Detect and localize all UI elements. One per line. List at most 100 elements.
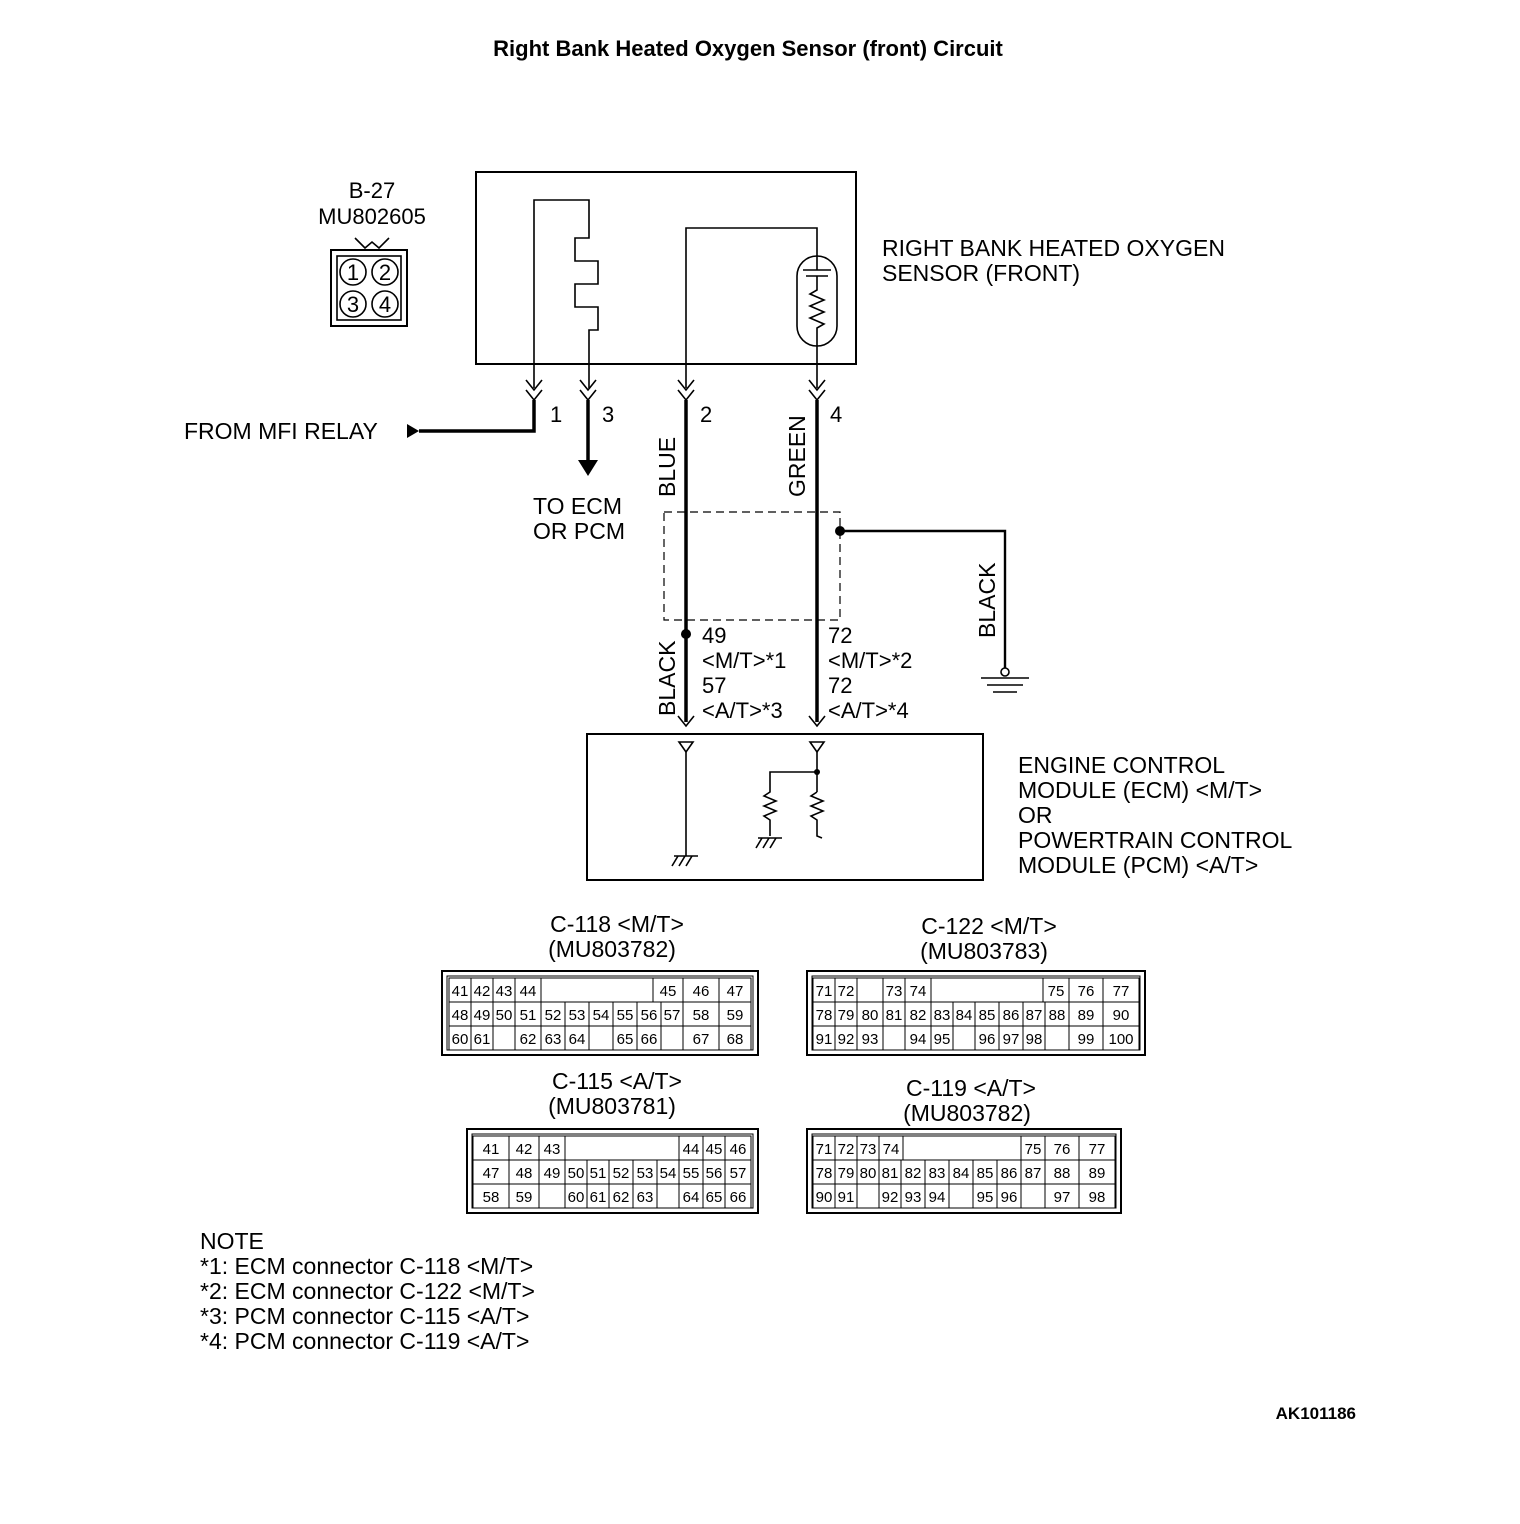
c119-pin-number: 77: [1089, 1141, 1106, 1158]
c122-cavity: [1068, 977, 1104, 1003]
c122-pin-number: 74: [910, 983, 927, 1000]
c122-cavity: [882, 1025, 906, 1051]
ecm-pin-left-1: 49: [702, 623, 726, 648]
c119-pin-number: 93: [905, 1189, 922, 1206]
c118-pin-number: 58: [693, 1007, 710, 1024]
c115-pin-number: 57: [730, 1165, 747, 1182]
c118-label: C-118 <M/T>: [550, 911, 684, 937]
c122-cavity: [1068, 1001, 1104, 1027]
c122-pin-number: 89: [1078, 1007, 1095, 1024]
c118-pin-number: 50: [496, 1007, 513, 1024]
c122-pin-number: 93: [862, 1031, 879, 1048]
resistor-icon: [761, 771, 817, 836]
c119-pin-number: 82: [905, 1165, 922, 1182]
module-name-line1: ENGINE CONTROL: [1018, 752, 1225, 778]
c119-pin-number: 78: [816, 1165, 833, 1182]
notes: NOTE *1: ECM connector C-118 <M/T> *2: E…: [200, 1228, 535, 1354]
c122-cavity: [930, 977, 1044, 1003]
figure-id: AK101186: [1276, 1404, 1356, 1423]
c118-cavity: [588, 1025, 614, 1051]
c122-pin-number: 86: [1003, 1007, 1020, 1024]
c115-cavity: [678, 1183, 704, 1209]
c115-pin-number: 56: [706, 1165, 723, 1182]
c115-pin-number: 54: [660, 1165, 677, 1182]
sensor-terminals: 1 3 2 4: [525, 379, 842, 427]
c118-pin-number: 68: [727, 1031, 744, 1048]
c119-pin-number: 80: [860, 1165, 877, 1182]
sensor-connector-b27: B-27 MU802605 1 2 3 4: [318, 178, 426, 327]
ecm-pin-left-4: <A/T>*3: [702, 698, 783, 723]
ecm-pin-left-2: <M/T>*1: [702, 648, 786, 673]
c118-cavity: [718, 977, 752, 1003]
c118-cavity: [612, 1001, 638, 1027]
c119-cavity: [1044, 1159, 1080, 1185]
c115-pin-number: 49: [544, 1165, 561, 1182]
note-line-1: *1: ECM connector C-118 <M/T>: [200, 1253, 533, 1279]
c118-cavity: [718, 1001, 752, 1027]
c118-cavity: [660, 1025, 684, 1051]
c122-pin-number: 87: [1026, 1007, 1043, 1024]
c118-cavity: [718, 1025, 752, 1051]
resistor-icon: [808, 791, 826, 839]
note-heading: NOTE: [200, 1228, 264, 1254]
c122-part: (MU803783): [920, 938, 1048, 964]
connector-pin-4: 4: [379, 292, 391, 317]
c119-pin-number: 94: [929, 1189, 946, 1206]
diagram-title: Right Bank Heated Oxygen Sensor (front) …: [493, 36, 1003, 61]
c122-pin-number: 91: [816, 1031, 833, 1048]
c119-part: (MU803782): [903, 1100, 1031, 1126]
c115-cavity: [656, 1183, 680, 1209]
c115-pin-number: 47: [483, 1165, 500, 1182]
c122-pin-number: 72: [838, 983, 855, 1000]
c115-pin-number: 63: [637, 1189, 654, 1206]
c115-cavity: [724, 1159, 752, 1185]
to-ecm-feed: TO ECM OR PCM: [533, 400, 625, 544]
c122-cavity: [856, 1001, 884, 1027]
c115-cavity: [564, 1135, 680, 1161]
c118-cavity: [652, 977, 684, 1003]
c119-pin-number: 81: [882, 1165, 899, 1182]
c119-cavity: [1044, 1183, 1080, 1209]
signal-wires: BLUE GREEN BLACK BLACK 49 <M/T>*1 57 <A/…: [654, 400, 1029, 728]
c119-cavity: [878, 1135, 904, 1161]
c118-cavity: [588, 1001, 614, 1027]
c118-pin-number: 55: [617, 1007, 634, 1024]
sensor-pin-label-1: 1: [550, 402, 562, 427]
c115-pin-number: 60: [568, 1189, 585, 1206]
c115-pin-number: 61: [590, 1189, 607, 1206]
c122-pin-number: 77: [1113, 983, 1130, 1000]
module-name-line5: MODULE (PCM) <A/T>: [1018, 852, 1258, 878]
c119-pin-number: 71: [816, 1141, 833, 1158]
c115-pin-number: 59: [516, 1189, 533, 1206]
c122-pin-number: 95: [934, 1031, 951, 1048]
c119-pin-number: 95: [977, 1189, 994, 1206]
ecm-body: [586, 733, 984, 881]
c122-pin-number: 82: [910, 1007, 927, 1024]
c122-pin-number: 79: [838, 1007, 855, 1024]
c115-pin-number: 50: [568, 1165, 585, 1182]
to-ecm-line1: TO ECM: [533, 493, 622, 519]
c115-cavity: [724, 1135, 752, 1161]
c118-cavity: [540, 977, 654, 1003]
c115-cavity: [632, 1183, 658, 1209]
c122-pin-number: 99: [1078, 1031, 1095, 1048]
c115-part: (MU803781): [548, 1093, 676, 1119]
wire-color-black-left: BLACK: [654, 640, 680, 716]
c115-pin-number: 41: [483, 1141, 500, 1158]
heater-element-icon: [533, 199, 599, 388]
sensor-body: [475, 171, 857, 365]
c118-pin-number: 62: [520, 1031, 537, 1048]
ecm-pin-right-2: <M/T>*2: [828, 648, 912, 673]
c122-pin-number: 81: [886, 1007, 903, 1024]
c119-pin-number: 96: [1001, 1189, 1018, 1206]
c122-cavity: [1044, 1025, 1070, 1051]
c119-cavity: [1020, 1159, 1046, 1185]
c118-pin-number: 54: [593, 1007, 610, 1024]
c118-pin-number: 60: [452, 1031, 469, 1048]
c122-pin-number: 76: [1078, 983, 1095, 1000]
c122-pin-number: 98: [1026, 1031, 1043, 1048]
c119-pin-number: 84: [953, 1165, 970, 1182]
